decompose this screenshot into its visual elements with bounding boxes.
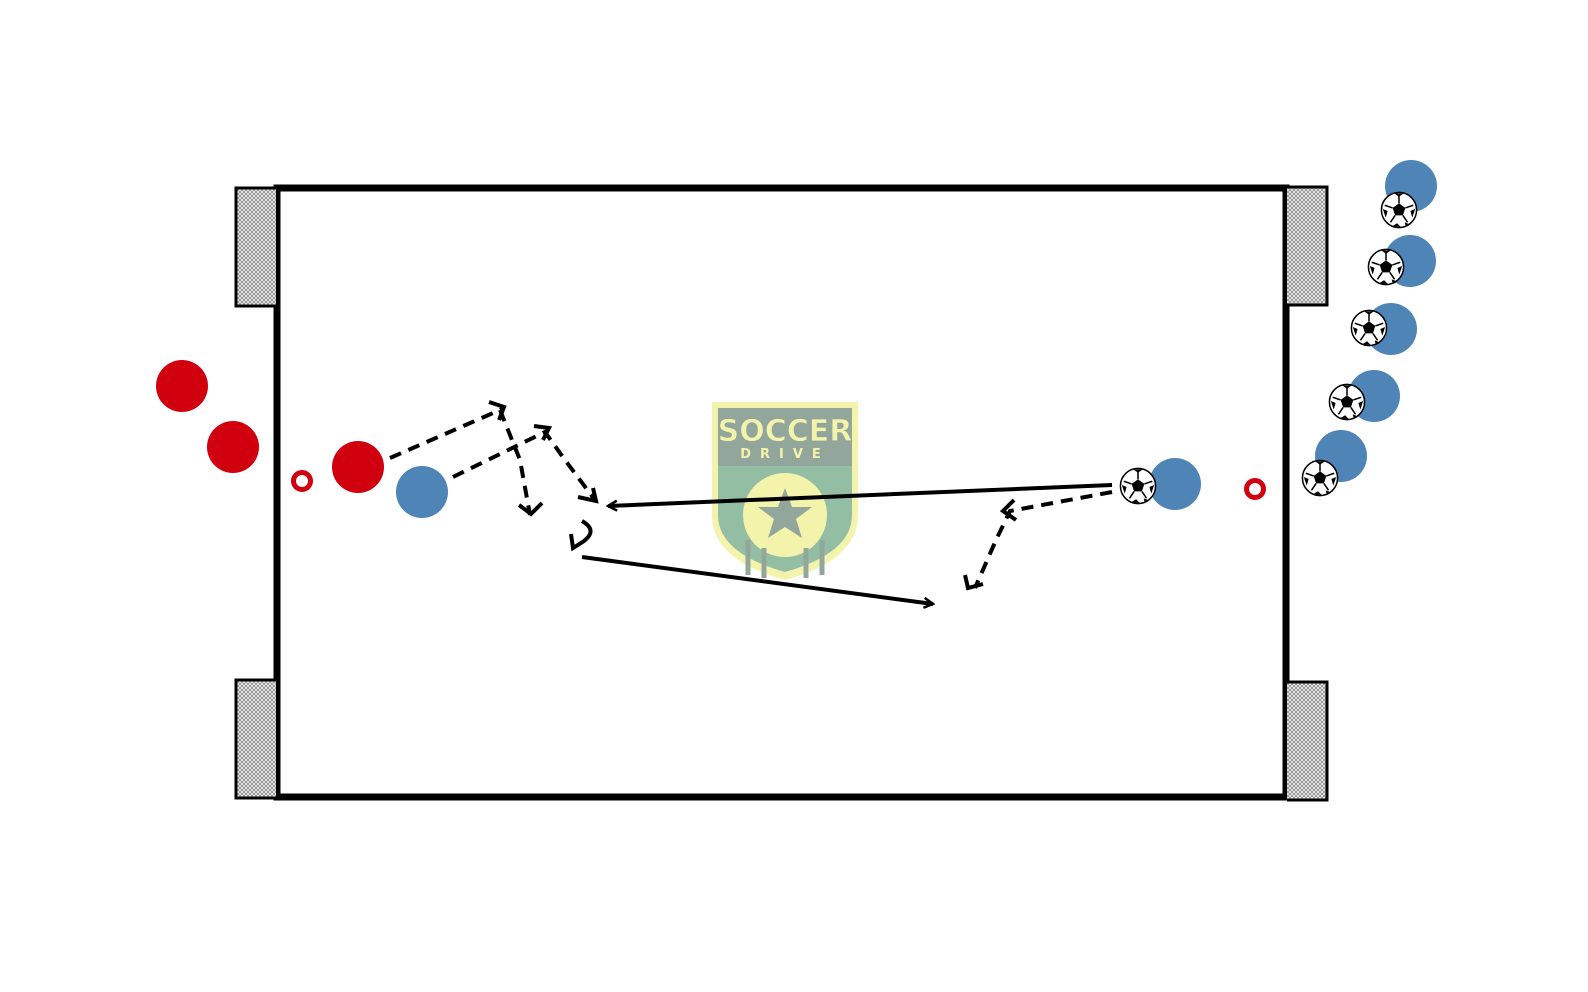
soccer-ball-icon — [1301, 459, 1339, 497]
arrowhead — [999, 498, 1018, 522]
goal-top-right — [1287, 185, 1329, 307]
soccer-ball-icon — [1380, 191, 1418, 229]
run-path-right — [973, 490, 1113, 589]
goal-top-left — [234, 186, 276, 308]
blue-player — [396, 466, 448, 518]
red-player — [207, 421, 259, 473]
watermark-logo: SOCCER DRIVE — [712, 402, 858, 580]
run-path-red — [389, 407, 532, 516]
marker-right — [1244, 478, 1266, 500]
arrowhead — [488, 400, 507, 421]
watermark-title: SOCCER — [718, 414, 853, 449]
arrowhead — [569, 519, 593, 552]
red-player — [156, 360, 208, 412]
marker-left — [291, 470, 313, 492]
pass-arrow — [581, 555, 933, 604]
goal-bottom-right — [1287, 680, 1329, 802]
soccer-ball-icon — [1367, 248, 1405, 286]
arrowhead — [963, 574, 984, 591]
goal-bottom-left — [234, 678, 276, 800]
run-path-blue — [452, 429, 597, 502]
soccer-ball-icon — [1328, 383, 1366, 421]
soccer-ball-icon — [1350, 309, 1388, 347]
arrowhead — [533, 424, 553, 441]
blue-player — [1149, 458, 1201, 510]
red-player — [332, 441, 384, 493]
arrowhead — [577, 487, 599, 504]
pass-arrow — [608, 483, 1113, 506]
soccer-ball-icon — [1119, 467, 1157, 505]
arrowhead — [517, 501, 544, 517]
field-boundary — [273, 184, 1290, 801]
watermark-subtitle: DRIVE — [740, 447, 830, 462]
